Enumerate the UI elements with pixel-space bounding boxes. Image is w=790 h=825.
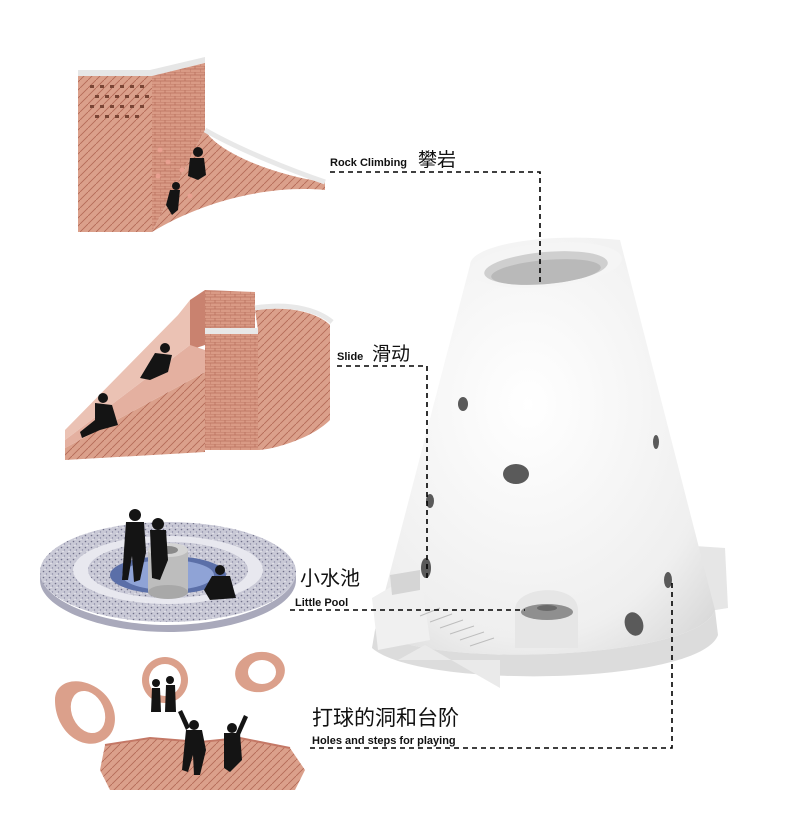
tower-holes	[421, 397, 672, 636]
slide-leader	[337, 365, 428, 580]
holes-and-steps	[55, 651, 305, 790]
rock-climbing-label-zh: 攀岩	[418, 149, 456, 171]
little-pool-label-en: Little Pool	[295, 597, 348, 609]
slide-structure	[65, 290, 334, 460]
little-pool	[40, 509, 296, 632]
labels: Rock Climbing 攀岩 Slide 滑动 小水池 Little Poo…	[295, 149, 459, 747]
slide-label-en: Slide	[337, 351, 363, 363]
rock-climbing-wall	[78, 57, 326, 232]
climber-silhouettes	[166, 147, 206, 215]
holes-label-zh: 打球的洞和台阶	[312, 706, 459, 730]
slide-children-silhouettes	[80, 343, 172, 438]
rock-climbing-leader	[330, 171, 541, 283]
cone-tower	[372, 237, 728, 688]
pool-children-silhouettes	[122, 509, 236, 600]
little-pool-label-zh: 小水池	[300, 566, 360, 590]
rock-climbing-label-en: Rock Climbing	[330, 157, 407, 169]
holes-children-silhouettes	[151, 676, 248, 775]
leader-lines	[290, 171, 673, 749]
holes-label-en: Holes and steps for playing	[312, 735, 456, 747]
holes-leader	[310, 582, 673, 749]
slide-label-zh: 滑动	[372, 343, 410, 365]
